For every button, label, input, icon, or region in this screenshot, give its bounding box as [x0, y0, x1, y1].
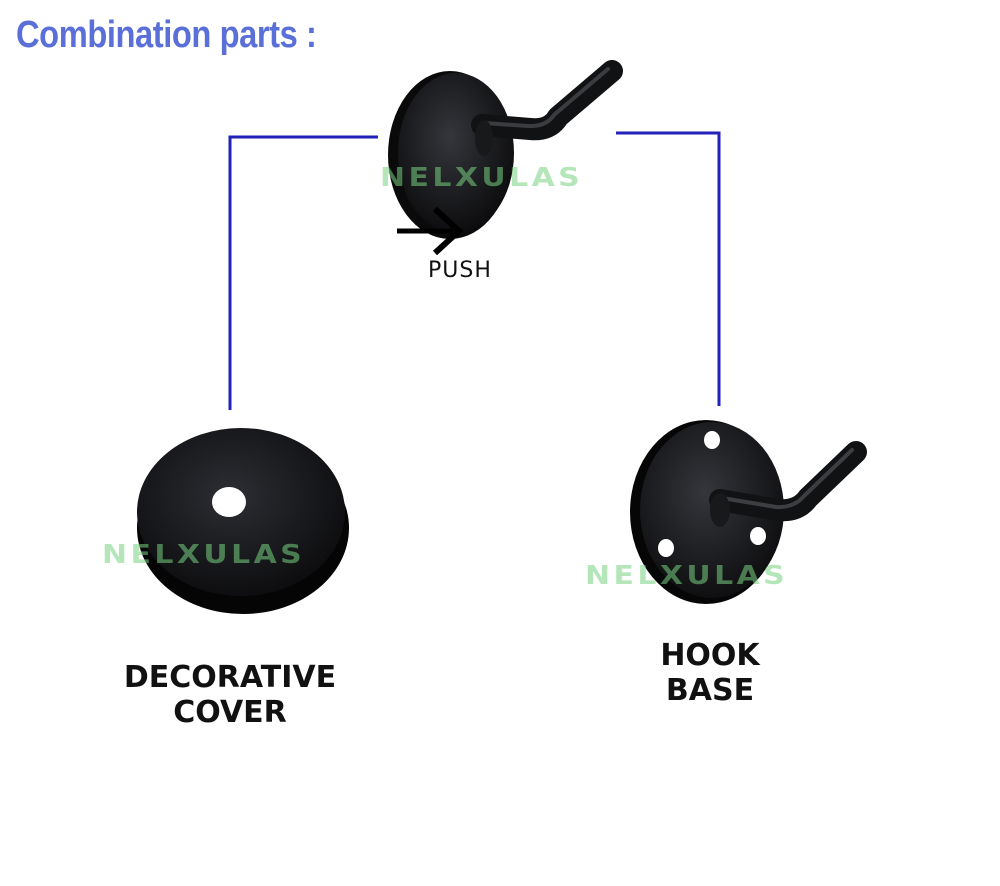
connector-left [228, 135, 378, 410]
watermark-right: NELXULAS [585, 561, 789, 591]
decorative-cover-label-line2: COVER [173, 695, 287, 731]
decorative-cover-label-line1: DECORATIVE [123, 660, 337, 695]
push-arrow-icon [397, 206, 464, 255]
hook-base-label: HOOK BASE [640, 638, 780, 709]
watermark-top: NELXULAS [380, 163, 584, 193]
push-label: PUSH [428, 258, 492, 283]
connector-right [616, 131, 721, 406]
assembled-hook-icon [388, 60, 623, 239]
hook-base-label-line1: HOOK [660, 638, 760, 673]
hook-base-label-line2: BASE [665, 673, 755, 709]
hook-base-icon [630, 420, 867, 604]
page-title: Combination parts : [16, 14, 317, 56]
decorative-cover-label: DECORATIVE COVER [110, 660, 350, 731]
watermark-left: NELXULAS [102, 540, 306, 570]
decorative-cover-icon [137, 428, 349, 614]
